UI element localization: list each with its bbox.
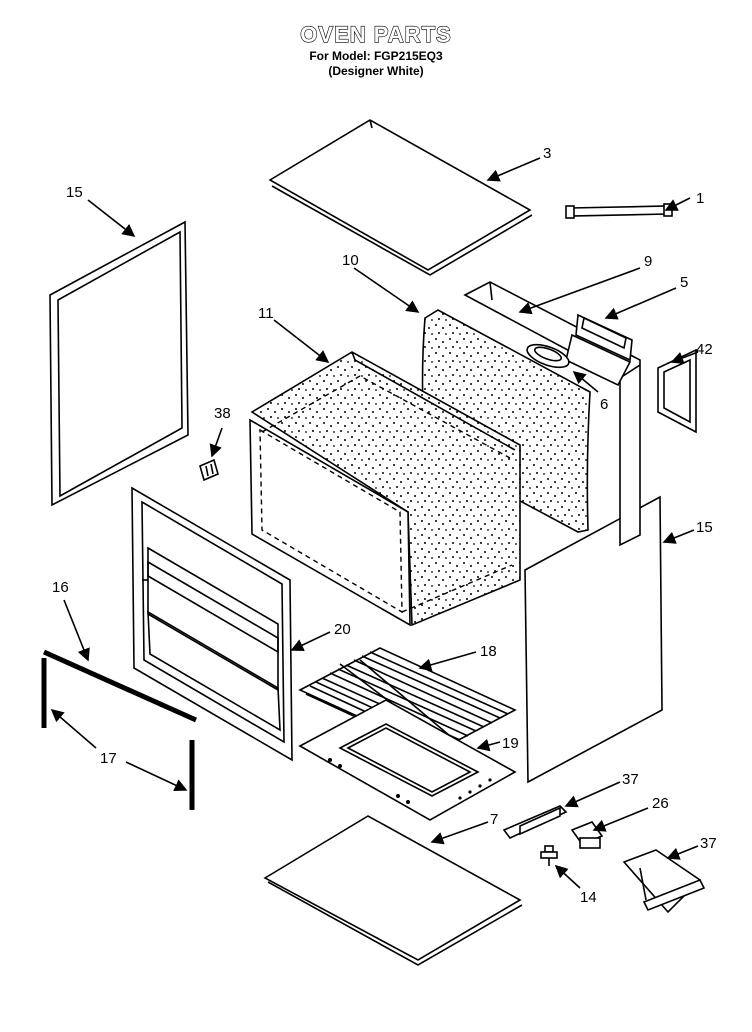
part-rear-insulation (421, 309, 591, 533)
callout-17: 17 (100, 750, 117, 767)
callout-42: 42 (696, 341, 713, 358)
callout-10: 10 (342, 252, 359, 269)
callout-6: 6 (600, 396, 608, 413)
callout-37-front: 37 (622, 771, 639, 788)
part-bottom-panel (263, 815, 523, 966)
part-vent (565, 313, 633, 387)
part-side-panel-left (49, 220, 189, 507)
callout-37-right: 37 (700, 835, 717, 852)
part-front-frame (131, 486, 293, 762)
part-leveling-leg (540, 845, 558, 866)
callout-26: 26 (652, 795, 669, 812)
callout-15-right: 15 (696, 519, 713, 536)
page-title: OVEN PARTS (300, 21, 452, 47)
part-trim-strip (42, 649, 198, 723)
part-plate (657, 348, 697, 434)
part-oven-liner (249, 375, 513, 627)
part-grommet (526, 343, 570, 369)
callout-11: 11 (258, 305, 274, 322)
part-top-panel (268, 119, 533, 276)
part-vertical-trims (41, 658, 195, 810)
callout-3: 3 (543, 145, 551, 162)
leader-lines (50, 157, 699, 889)
callout-20: 20 (334, 621, 351, 638)
part-clip-small (570, 821, 604, 849)
callout-9: 9 (644, 253, 652, 270)
callout-14: 14 (580, 889, 597, 906)
callout-7: 7 (490, 811, 498, 828)
part-clip (199, 458, 219, 482)
callout-1: 1 (696, 190, 704, 207)
variant-line: (Designer White) (328, 64, 424, 78)
part-leveling-bracket-right (622, 849, 706, 914)
part-bracket (565, 203, 673, 219)
part-bottom-tray (298, 699, 517, 821)
part-side-panel-right (524, 495, 663, 784)
callout-16: 16 (52, 579, 69, 596)
callout-38: 38 (214, 405, 231, 422)
model-line: For Model: FGP215EQ3 (309, 49, 443, 63)
callout-18: 18 (480, 643, 497, 660)
part-leveling-bracket-front (502, 805, 568, 839)
callout-5: 5 (680, 274, 688, 291)
callout-15-left: 15 (66, 184, 83, 201)
callout-19: 19 (502, 735, 519, 752)
